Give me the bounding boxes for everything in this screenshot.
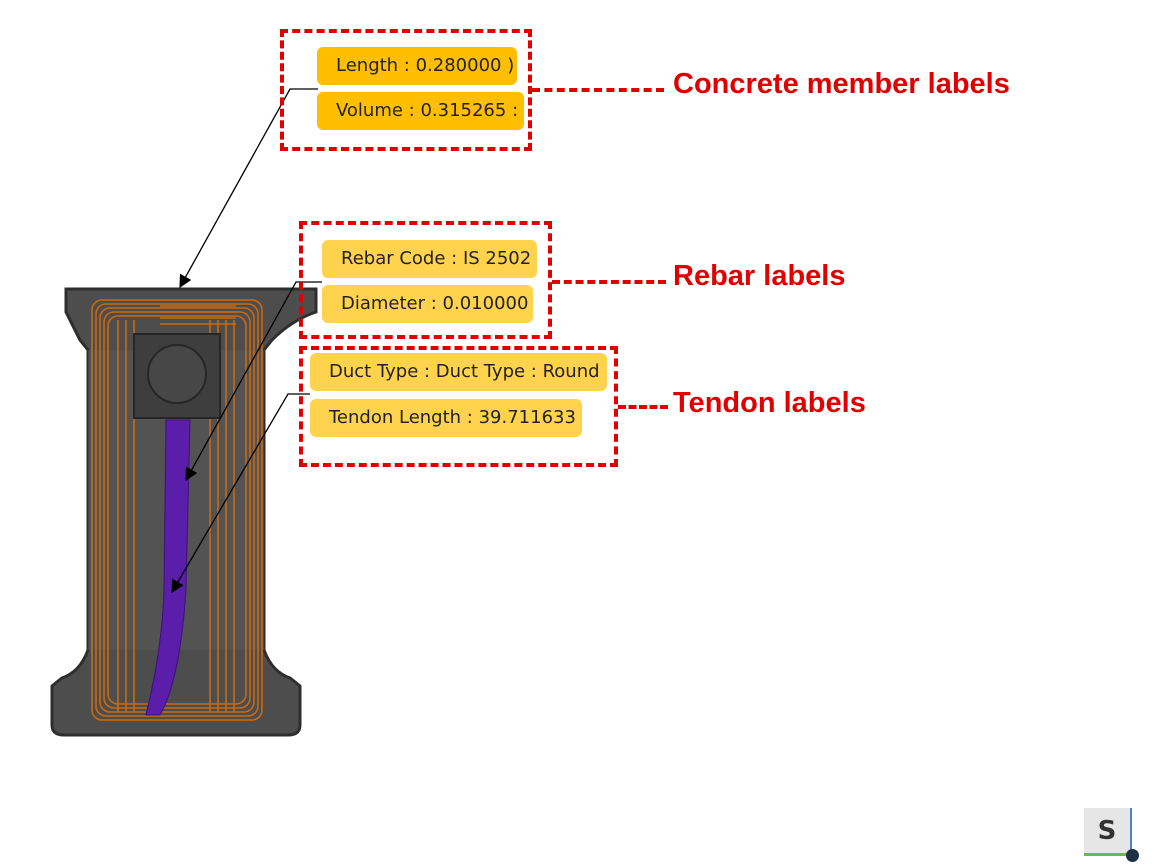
tendon-length-label[interactable]: Tendon Length : 39.711633 bbox=[310, 399, 582, 437]
rebar-code-label[interactable]: Rebar Code : IS 2502 bbox=[322, 240, 537, 278]
tendon-labels-group-box bbox=[299, 346, 618, 467]
rebar-callout-connector bbox=[552, 280, 666, 284]
concrete-volume-label[interactable]: Volume : 0.315265 : bbox=[317, 92, 524, 130]
concrete-leader bbox=[179, 88, 318, 289]
rebar-diameter-label[interactable]: Diameter : 0.010000 bbox=[322, 285, 533, 323]
concrete-length-label[interactable]: Length : 0.280000 ) bbox=[317, 47, 517, 85]
tendon-callout-text: Tendon labels bbox=[673, 387, 866, 419]
tendon-duct-type-label[interactable]: Duct Type : Duct Type : Round bbox=[310, 353, 607, 391]
concrete-callout-connector bbox=[532, 88, 664, 92]
status-dot-icon bbox=[1126, 849, 1139, 862]
tendon-callout-connector bbox=[618, 405, 668, 409]
rebar-leader bbox=[185, 281, 322, 482]
rebar-callout-text: Rebar labels bbox=[673, 260, 846, 292]
concrete-callout-text: Concrete member labels bbox=[673, 68, 1010, 100]
tendon[interactable] bbox=[145, 419, 191, 716]
rebar-labels-group-box bbox=[299, 221, 552, 339]
app-logo-badge[interactable]: S bbox=[1084, 808, 1132, 856]
rebar-cage[interactable] bbox=[91, 299, 263, 721]
anchorage-head bbox=[147, 344, 207, 404]
concrete-labels-group-box bbox=[280, 29, 532, 151]
